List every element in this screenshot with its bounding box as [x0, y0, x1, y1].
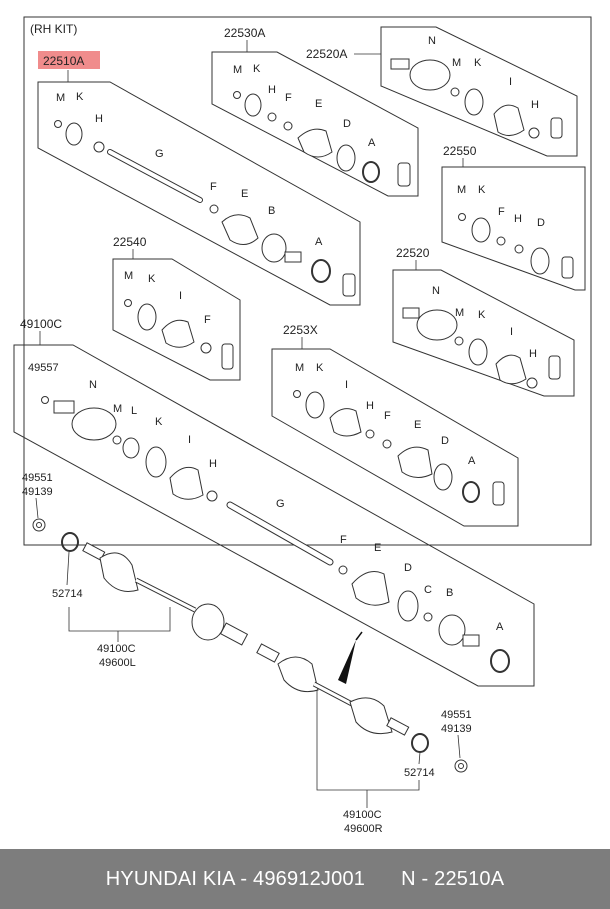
- part-label: E: [315, 98, 322, 110]
- part-label: A: [496, 621, 504, 633]
- highlight-22510A: [38, 51, 100, 69]
- callout-49557: 49557: [28, 362, 59, 374]
- part-label: K: [478, 184, 486, 196]
- label-22520A: 22520A: [306, 47, 347, 61]
- part-label: M: [56, 92, 65, 104]
- label-2253X: 2253X: [283, 323, 318, 337]
- part-label: G: [276, 498, 285, 510]
- part-label: D: [404, 562, 412, 574]
- part-label: N: [428, 35, 436, 47]
- part-label: B: [268, 205, 275, 217]
- parts-22530A: M K H F E D A: [233, 63, 411, 187]
- part-label: E: [374, 542, 381, 554]
- part-label: A: [368, 137, 376, 149]
- part-label: I: [179, 290, 182, 302]
- part-label: F: [384, 410, 391, 422]
- label-22530A: 22530A: [224, 26, 265, 40]
- callout-52714-left: 52714: [52, 588, 83, 600]
- part-label: F: [204, 314, 211, 326]
- parts-22550: M K F H D: [457, 184, 574, 279]
- part-label: E: [414, 419, 421, 431]
- part-label: K: [253, 63, 261, 75]
- part-label: E: [241, 188, 248, 200]
- footer-reference: N - 22510A: [401, 867, 505, 890]
- callout-49551-left: 49551: [22, 472, 53, 484]
- part-label: H: [529, 348, 537, 360]
- callout-49600L: 49600L: [99, 657, 136, 669]
- part-label: M: [457, 184, 466, 196]
- panel-22540: [112, 258, 241, 381]
- part-label: F: [210, 181, 217, 193]
- part-label: F: [498, 206, 505, 218]
- callout-49100C-right: 49100C: [343, 809, 382, 821]
- callout-49139-left: 49139: [22, 486, 53, 498]
- parts-49100C: 49557 N M L K I H G F E D C B A: [28, 362, 510, 673]
- label-22540: 22540: [113, 235, 147, 249]
- part-label: H: [268, 84, 276, 96]
- shaft-assembly: [32, 518, 468, 773]
- panel-22550: [441, 166, 586, 291]
- callout-49600R: 49600R: [344, 823, 383, 835]
- footer-part-number: HYUNDAI KIA - 496912J001: [105, 867, 366, 890]
- parts-22520A: N M K I H: [390, 35, 563, 139]
- part-label: I: [188, 434, 191, 446]
- part-label: K: [148, 273, 156, 285]
- part-label: C: [424, 584, 432, 596]
- part-label: K: [478, 309, 486, 321]
- part-label: N: [432, 285, 440, 297]
- parts-2253X: M K I H F E D A: [293, 362, 505, 506]
- part-label: M: [295, 362, 304, 374]
- part-label: A: [468, 455, 476, 467]
- panel-22510A: [37, 81, 361, 306]
- part-label: D: [343, 118, 351, 130]
- part-label: M: [233, 64, 242, 76]
- label-22550: 22550: [443, 144, 477, 158]
- part-label: F: [340, 534, 347, 546]
- part-label: I: [510, 326, 513, 338]
- part-label: H: [209, 458, 217, 470]
- parts-22510A: M K H G F E B A: [54, 91, 356, 297]
- part-label: M: [452, 57, 461, 69]
- callout-52714-right: 52714: [404, 767, 435, 779]
- panel-22520: [392, 269, 575, 397]
- part-label: B: [446, 587, 453, 599]
- part-label: K: [76, 91, 84, 103]
- part-label: G: [155, 148, 164, 160]
- label-22520: 22520: [396, 246, 430, 260]
- part-label: D: [441, 435, 449, 447]
- part-label: K: [316, 362, 324, 374]
- panel-49100C: [13, 344, 535, 687]
- parts-22540: M K I F: [124, 270, 234, 370]
- part-label: M: [113, 403, 122, 415]
- part-label: F: [285, 92, 292, 104]
- part-label: H: [531, 99, 539, 111]
- part-label: A: [315, 236, 323, 248]
- part-label: M: [455, 307, 464, 319]
- part-label: N: [89, 379, 97, 391]
- panel-2253X: [271, 348, 519, 527]
- callout-49551-right: 49551: [441, 709, 472, 721]
- part-label: K: [155, 416, 163, 428]
- part-label: I: [509, 76, 512, 88]
- part-label: I: [345, 379, 348, 391]
- part-label: H: [95, 113, 103, 125]
- rh-kit-frame: [23, 16, 592, 546]
- part-label: D: [537, 217, 545, 229]
- parts-22520: N M K I H: [402, 285, 561, 389]
- label-22510A: 22510A: [43, 54, 84, 68]
- part-label: M: [124, 270, 133, 282]
- part-label: H: [366, 400, 374, 412]
- rh-kit-label: (RH KIT): [30, 22, 77, 36]
- callout-49100C-left: 49100C: [97, 643, 136, 655]
- panel-22530A: [211, 51, 419, 197]
- label-49100C-top: 49100C: [20, 317, 62, 331]
- part-label: H: [514, 213, 522, 225]
- callout-49139-right: 49139: [441, 723, 472, 735]
- part-label: K: [474, 57, 482, 69]
- panel-22520A: [380, 26, 578, 157]
- part-label: L: [131, 405, 137, 417]
- footer-bar: HYUNDAI KIA - 496912J001 N - 22510A: [0, 849, 610, 909]
